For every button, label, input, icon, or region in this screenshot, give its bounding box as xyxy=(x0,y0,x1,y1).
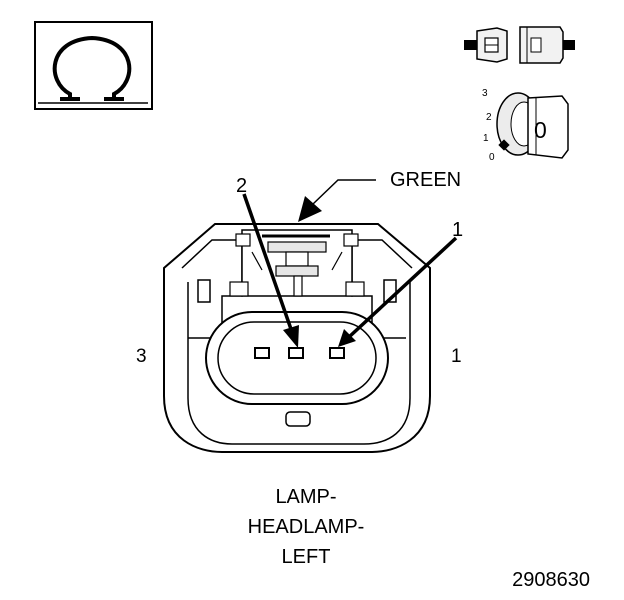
cavity-label-3: 3 xyxy=(136,346,147,367)
caption-line-2: HEADLAMP- xyxy=(248,516,365,538)
disconnected-connector-icon xyxy=(464,26,575,64)
ohm-icon xyxy=(38,35,148,104)
locking-tab xyxy=(229,229,365,297)
ignition-position-0: 0 xyxy=(489,152,495,163)
leader-lines xyxy=(242,179,458,348)
ignition-position-2: 2 xyxy=(486,112,492,123)
ohmmeter-symbol-box xyxy=(34,21,153,110)
callout-pin-1: 1 xyxy=(452,219,463,241)
pin-3 xyxy=(254,347,270,359)
ignition-position-1: 1 xyxy=(483,133,489,144)
ignition-position-3: 3 xyxy=(482,88,488,99)
ignition-key-label: 0 xyxy=(534,117,547,143)
pin-1 xyxy=(329,347,345,359)
pin-2 xyxy=(288,347,304,359)
caption-line-3: LEFT xyxy=(282,546,331,568)
callout-pin-2: 2 xyxy=(236,175,247,197)
figure-id: 2908630 xyxy=(512,569,590,591)
ignition-switch-icon: 3 2 1 0 0 xyxy=(482,88,569,163)
ignition-key-icon: 0 xyxy=(527,95,569,159)
connector-color-label: GREEN xyxy=(390,169,461,191)
caption-line-1: LAMP- xyxy=(275,486,336,508)
cavity-label-1: 1 xyxy=(451,346,462,367)
